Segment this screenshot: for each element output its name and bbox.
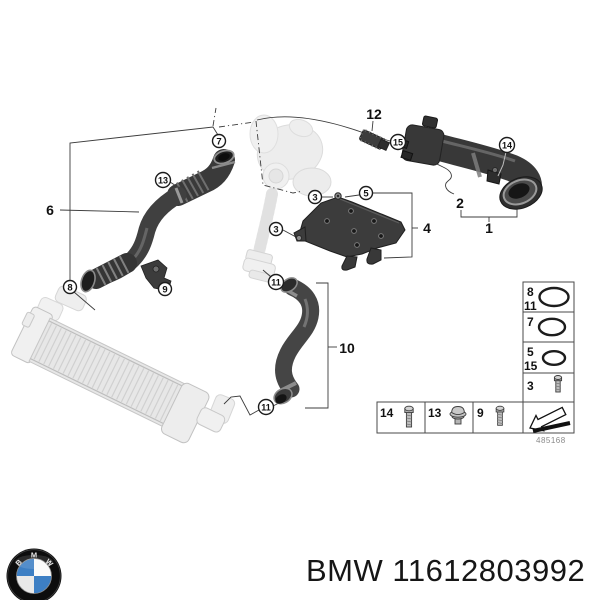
o-ring-large-icon bbox=[538, 286, 570, 308]
callout-3-top-label: 3 bbox=[312, 193, 317, 204]
logo-letter-b: B bbox=[14, 557, 25, 568]
parts-diagram: 7 13 8 9 3 5 3 11 bbox=[11, 106, 575, 445]
callout-11-bottom: 11 bbox=[257, 398, 275, 416]
callout-3-top: 3 bbox=[307, 189, 323, 205]
label-4: 4 bbox=[423, 220, 431, 236]
intercooler bbox=[11, 306, 226, 444]
callout-7-label: 7 bbox=[216, 137, 221, 148]
turbocharger-ghost bbox=[249, 114, 332, 258]
label-6: 6 bbox=[46, 202, 54, 218]
bracket-holes bbox=[324, 208, 384, 248]
sheet-code: 485168 bbox=[536, 436, 566, 445]
callout-13-label: 13 bbox=[158, 175, 168, 185]
plastic-nut-icon bbox=[449, 406, 467, 425]
label-1: 1 bbox=[485, 220, 493, 236]
legend-label-7: 7 bbox=[527, 315, 534, 329]
logo-quadrant-white-sw bbox=[16, 576, 34, 594]
legend-label-13: 13 bbox=[428, 406, 442, 420]
part-title: BMW 11612803992 bbox=[306, 552, 585, 590]
ghost-flange-fitting bbox=[242, 249, 276, 283]
bmw-logo: B M W bbox=[6, 548, 62, 600]
o-ring-medium-icon bbox=[537, 317, 567, 337]
legend-label-15: 15 bbox=[524, 359, 538, 373]
legend-label-3: 3 bbox=[527, 379, 534, 393]
mounting-bracket-4 bbox=[293, 192, 406, 271]
screw-icon bbox=[495, 405, 505, 426]
part-number: 11612803992 bbox=[392, 553, 586, 588]
charge-air-duct-1 bbox=[396, 115, 543, 210]
legend-table: 8 11 7 5 15 3 14 13 9 485168 bbox=[376, 281, 575, 445]
logo-letter-m: M bbox=[31, 551, 37, 560]
legend-label-8: 8 bbox=[527, 285, 534, 299]
legend-label-11: 11 bbox=[524, 299, 537, 313]
callout-7: 7 bbox=[211, 133, 227, 149]
callout-15-label: 15 bbox=[393, 137, 403, 147]
charge-air-hose-10 bbox=[273, 277, 320, 405]
label-10: 10 bbox=[339, 340, 355, 356]
callout-11-top-label: 11 bbox=[271, 277, 281, 287]
logo-quadrant-blue-se bbox=[34, 576, 52, 594]
logo-quadrant-blue-nw bbox=[16, 558, 34, 576]
callout-8-label: 8 bbox=[67, 283, 72, 294]
callout-13: 13 bbox=[154, 171, 172, 189]
callout-9-label: 9 bbox=[162, 285, 167, 296]
charge-air-hose-6 bbox=[80, 149, 236, 293]
o-ring-small-icon bbox=[541, 350, 567, 367]
callout-15: 15 bbox=[389, 133, 407, 151]
bold-labels: 6 12 2 1 4 10 bbox=[46, 106, 493, 356]
direction-arrow-icon bbox=[529, 406, 571, 434]
legend-label-5: 5 bbox=[527, 345, 534, 359]
callout-11-bottom-label: 11 bbox=[261, 402, 271, 412]
callout-3-left: 3 bbox=[268, 221, 284, 237]
hex-bolt-icon bbox=[404, 405, 414, 428]
label-12: 12 bbox=[366, 106, 382, 122]
callout-14: 14 bbox=[498, 136, 516, 154]
callout-11-top: 11 bbox=[267, 273, 285, 291]
callout-5: 5 bbox=[358, 185, 374, 201]
callout-14-label: 14 bbox=[502, 140, 512, 150]
logo-quadrant-white-ne bbox=[34, 558, 52, 576]
legend-label-9: 9 bbox=[477, 406, 484, 420]
callout-8: 8 bbox=[62, 279, 78, 295]
callout-5-label: 5 bbox=[363, 189, 369, 200]
callout-3-left-label: 3 bbox=[273, 225, 278, 236]
screw-small-icon bbox=[553, 375, 563, 393]
legend-label-14: 14 bbox=[380, 406, 394, 420]
label-2: 2 bbox=[456, 195, 464, 211]
stud-bolt-12 bbox=[358, 129, 390, 152]
callout-9: 9 bbox=[157, 281, 173, 297]
brand-name: BMW bbox=[306, 553, 384, 588]
circled-callouts: 7 13 8 9 3 5 3 11 bbox=[62, 133, 516, 416]
